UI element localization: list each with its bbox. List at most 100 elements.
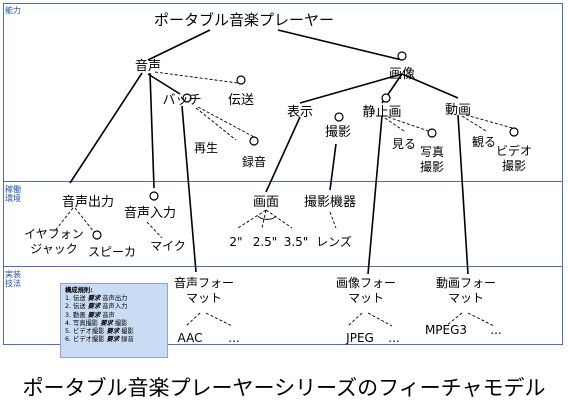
node-image: 画像 — [389, 67, 415, 82]
rule-relation: 要求 — [106, 328, 120, 336]
node-jpeg: JPEG — [345, 331, 374, 345]
rule-target: 撮影 — [114, 319, 128, 327]
rule-relation: 要求 — [106, 336, 120, 344]
edge-still-imageformat — [367, 115, 383, 275]
band-label-function: 能力 — [5, 6, 21, 15]
edge-batch-record — [197, 106, 255, 138]
optional-marker-image — [397, 51, 407, 61]
rule-number: 2. — [65, 303, 72, 311]
band-divider-technology — [3, 266, 563, 267]
edge-image-movie — [401, 73, 459, 99]
edge-root-image — [277, 29, 403, 61]
edge-screen-35 — [265, 209, 293, 229]
node-video-format: 動画フォーマット — [436, 276, 496, 305]
optional-marker-still — [381, 93, 391, 103]
node-size-35: 3.5" — [284, 235, 309, 249]
node-view-movie: 観る — [472, 135, 496, 149]
node-movie: 動画 — [445, 103, 471, 118]
rule-target: 撮影 — [121, 328, 134, 336]
node-earphone-jack: イヤフォンジャック — [24, 227, 84, 256]
rule-relation: 要求 — [87, 303, 101, 311]
optional-marker-record — [249, 136, 259, 146]
node-screen: 画面 — [253, 195, 279, 210]
edge-still-photo — [387, 116, 435, 134]
node-audio-format: 音声フォーマット — [174, 275, 234, 305]
rule-item: 2. 伝送 要求 音声入力 — [65, 303, 163, 311]
edge-movie-view — [461, 115, 487, 132]
rule-item: 5. ビデオ撮影 要求 撮影 — [65, 328, 163, 336]
band-divider-environment — [3, 181, 563, 182]
rule-target: 音声入力 — [102, 303, 128, 311]
optional-marker-shoot — [334, 112, 344, 122]
node-root: ポータブル音楽プレーヤー — [154, 11, 334, 29]
node-aac: AAC — [178, 331, 203, 345]
edge-batch-audioformat — [181, 105, 197, 273]
optional-marker-photo — [427, 128, 437, 138]
node-shoot: 撮影 — [325, 124, 351, 140]
node-audio-in: 音声入力 — [124, 205, 176, 221]
rule-number: 1. — [65, 295, 72, 303]
rule-target: 音声出力 — [102, 295, 128, 303]
edge-afmt-more — [205, 312, 233, 327]
node-photo: 写真撮影 — [420, 145, 444, 174]
node-lens: レンズ — [316, 234, 352, 249]
edge-audioout-jack — [53, 207, 74, 233]
rule-feature: ビデオ撮影 — [73, 336, 105, 344]
optional-marker-transfer — [236, 75, 246, 85]
edge-display-screen — [265, 116, 301, 193]
node-view-still: 見る — [392, 137, 416, 151]
node-play: 再生 — [194, 141, 218, 155]
rule-feature: 写真撮影 — [73, 319, 99, 327]
rule-feature: ビデオ撮影 — [73, 328, 105, 336]
node-aac-more: ... — [228, 331, 239, 345]
node-speaker: スピーカ — [88, 245, 136, 259]
optional-markers — [92, 51, 519, 240]
optional-marker-batch — [182, 93, 192, 103]
rule-item: 3. 動画 要求 音声 — [65, 312, 163, 320]
edge-sound-audioin — [149, 72, 155, 189]
feature-diagram: ポータブル音楽プレーヤー 音声 画像 バッチ 伝送 再生 録音 表示 撮影 静止… — [24, 11, 532, 345]
band-label-technology: 実装 技法 — [5, 270, 21, 288]
node-jpeg-more: ... — [388, 331, 399, 345]
edge-ifmt-more — [367, 312, 393, 327]
optional-marker-speaker — [92, 230, 102, 240]
rule-target: 録音 — [121, 336, 134, 344]
slide-caption: ポータブル音楽プレーヤーシリーズのフィーチャモデル — [22, 376, 546, 400]
band-label-environment: 稼働 環境 — [5, 185, 21, 203]
edge-sound-batch — [147, 73, 181, 95]
rules-title: 構成規則: — [65, 287, 93, 294]
optional-marker-audioin — [149, 191, 159, 201]
optional-marker-video — [509, 127, 519, 137]
node-batch: バッチ — [162, 93, 201, 108]
rule-target: 音声 — [102, 311, 115, 319]
node-audio-out: 音声出力 — [62, 194, 114, 210]
node-mic: マイク — [150, 239, 186, 253]
rule-item: 6. ビデオ撮影 要求 録音 — [65, 336, 163, 344]
edge-movie-video — [465, 114, 517, 130]
edge-shoot-camera — [329, 143, 337, 191]
rule-relation: 要求 — [87, 311, 101, 319]
edge-ifmt-jpeg — [347, 312, 363, 327]
node-transfer: 伝送 — [228, 93, 254, 108]
rule-item: 1. 伝送 要求 音声出力 — [65, 295, 163, 303]
rule-number: 4. — [65, 319, 72, 327]
layer-frame — [3, 3, 563, 345]
node-mpeg3: MPEG3 — [425, 323, 467, 337]
edge-movie-videoformat — [457, 114, 469, 275]
edge-root-sound — [147, 29, 211, 61]
edge-batch-play — [195, 107, 237, 141]
edge-sound-audioout — [69, 72, 143, 184]
alternative-arc — [257, 215, 277, 220]
node-mpeg3-more: ... — [490, 323, 501, 337]
edge-camera-lens — [329, 211, 337, 229]
node-size-2: 2" — [229, 235, 242, 249]
edge-image-display — [299, 73, 403, 104]
edge-vfmt-mpeg3 — [445, 312, 463, 327]
rule-number: 5. — [65, 328, 72, 336]
node-camera-device: 撮影機器 — [304, 194, 356, 210]
edge-sound-transfer — [154, 71, 239, 84]
node-sound: 音声 — [135, 58, 161, 74]
